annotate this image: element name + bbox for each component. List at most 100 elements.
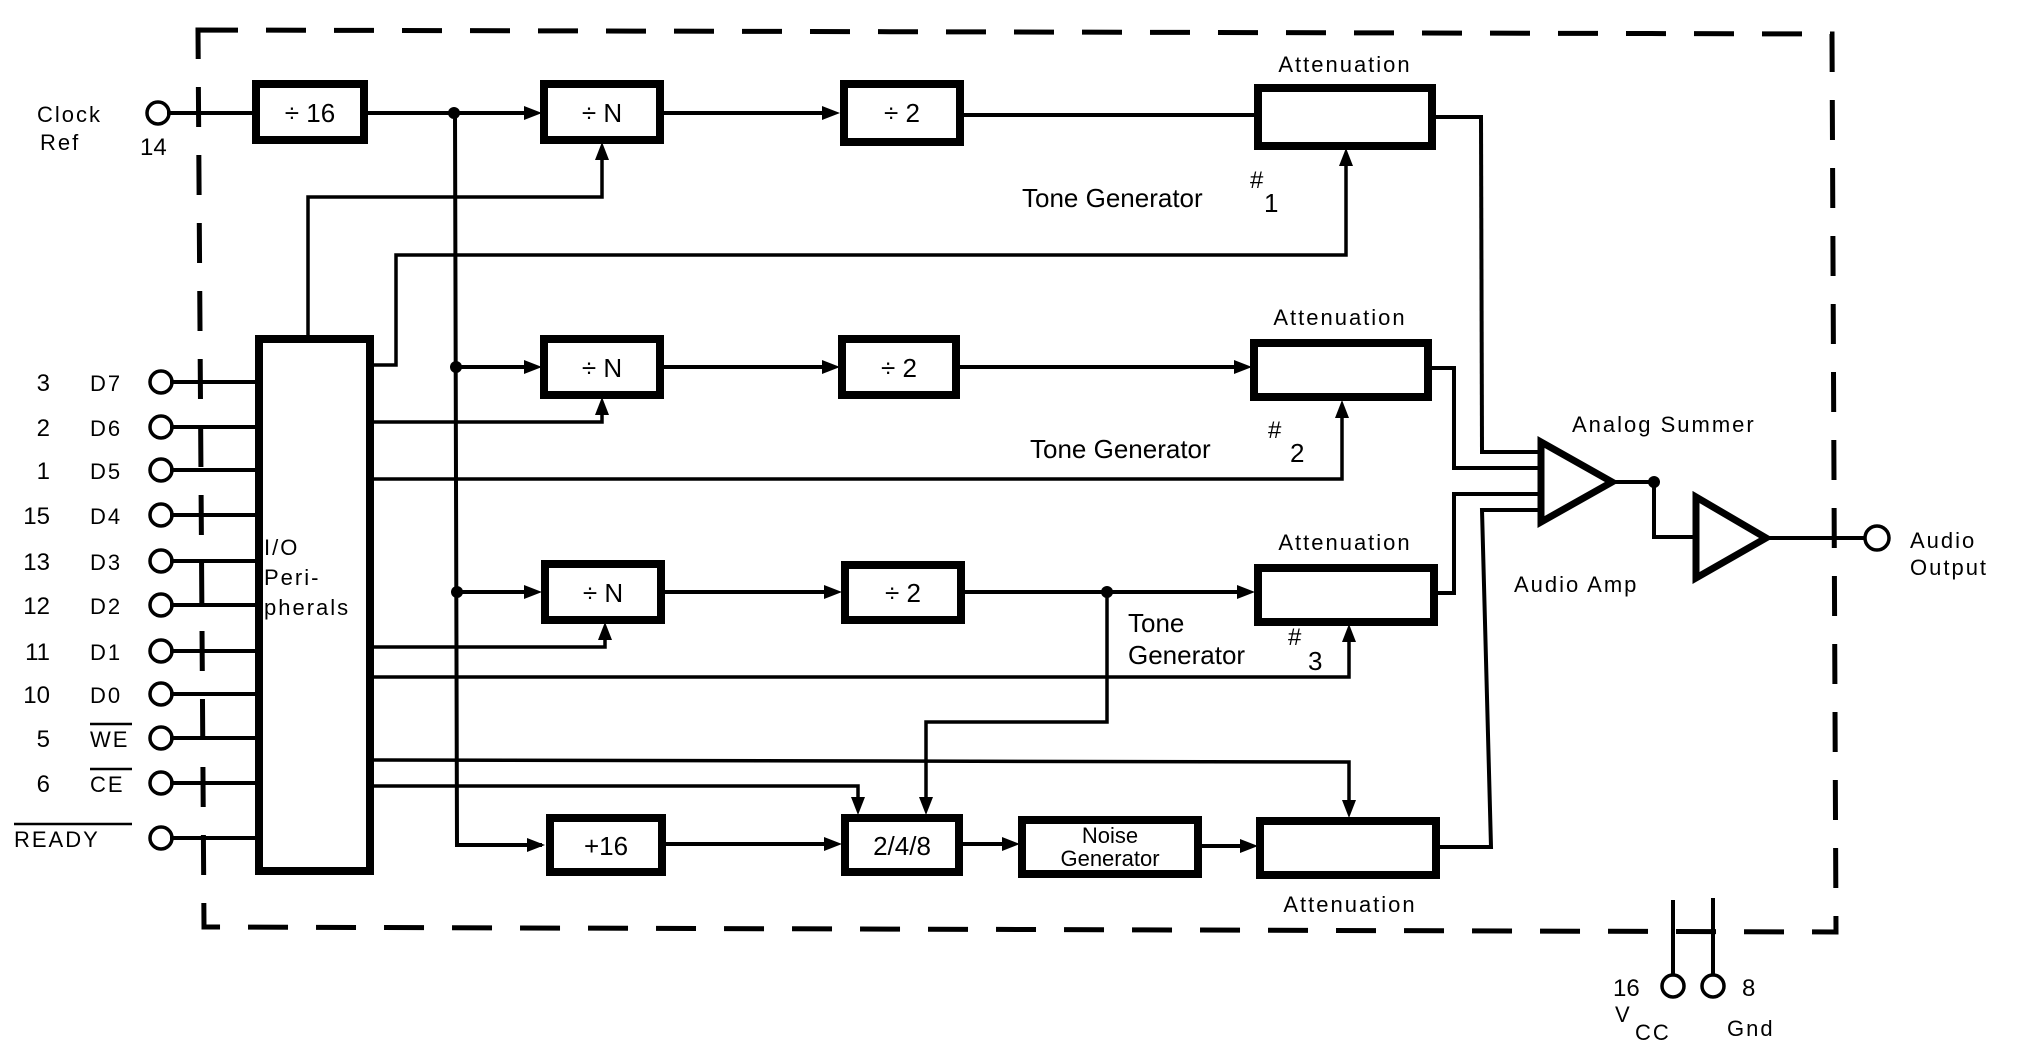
control-wire-divN-3 (372, 632, 607, 649)
noise-generator-label-line1: Noise (1082, 823, 1138, 848)
arrow-icon (527, 838, 545, 852)
divN-1-label: ÷ N (582, 98, 622, 128)
pin-name: D5 (90, 459, 122, 484)
attenuation-3-box (1254, 564, 1438, 626)
analog-summer-triangle (1537, 436, 1620, 528)
pin-circle (148, 592, 174, 618)
analog-summer-label: Analog Summer (1572, 412, 1756, 437)
arrow-icon (598, 622, 612, 640)
pin-number: 15 (23, 503, 50, 530)
attenuation-2-box (1250, 339, 1432, 401)
pin-number: 1 (37, 458, 50, 485)
noise-generator-label-line2: Generator (1060, 846, 1159, 871)
pin-name: WE (90, 727, 129, 752)
tone-generator-1-index: 1 (1264, 188, 1278, 218)
junction-dot (450, 361, 462, 373)
pin-number: 12 (23, 593, 50, 620)
pin-name: D7 (90, 371, 122, 396)
pin-row-we: 5 WE (37, 722, 261, 753)
audio-output-label-line2: Output (1910, 555, 1988, 580)
tone-generator-2-hash: # (1268, 417, 1282, 444)
attenuation-4-label: Attenuation (1283, 892, 1416, 917)
vcc-label-subscript: CC (1635, 1020, 1671, 1045)
pin-name: D4 (90, 504, 122, 529)
pin-row-d2: 12 D2 (23, 592, 261, 620)
arrow-icon (1335, 400, 1349, 418)
pin-number: 5 (37, 726, 50, 753)
pin-name: READY (14, 827, 100, 852)
divN-2-box (540, 335, 664, 399)
arrow-icon (851, 797, 865, 815)
arrow-icon (524, 585, 542, 599)
summer-to-amp-wire (1612, 480, 1696, 539)
audio-output-pin (1863, 524, 1891, 552)
pin-row-ready: READY (14, 822, 261, 852)
pin-row-d5: 1 D5 (37, 457, 261, 485)
gnd-label: Gnd (1727, 1016, 1775, 1041)
wire (1478, 114, 1485, 455)
divN-2-label: ÷ N (582, 353, 622, 383)
tone-generator-3-label-line2: Generator (1128, 640, 1245, 670)
noise-prescaler-label: +16 (584, 831, 628, 861)
pin-row-d7: 3 D7 (37, 369, 261, 397)
arrow-icon (1234, 360, 1252, 374)
arrow-icon (524, 360, 542, 374)
junction-dot (451, 586, 463, 598)
io-peripherals-box (255, 335, 374, 875)
arrow-icon (822, 106, 840, 120)
attenuation-2-label: Attenuation (1273, 305, 1406, 330)
summer-input-2 (1430, 366, 1543, 470)
pin-circle (148, 638, 174, 664)
vcc-label: V (1615, 1002, 1632, 1027)
attenuation-1-label: Attenuation (1278, 52, 1411, 77)
arrow-icon (1237, 585, 1255, 599)
div2-3-label: ÷ 2 (885, 578, 921, 608)
arrow-icon (1002, 837, 1020, 851)
div2-1-label: ÷ 2 (884, 98, 920, 128)
pin-number: 10 (23, 682, 50, 709)
arrow-icon (824, 837, 842, 851)
clock-pin-number: 14 (140, 134, 167, 161)
pin-circle (148, 414, 174, 440)
clock-label-line2: Ref (40, 130, 80, 155)
attenuation-3-label: Attenuation (1278, 530, 1411, 555)
pin-circle (148, 681, 174, 707)
pin-number: 3 (37, 370, 50, 397)
noise-shift-label: 2/4/8 (873, 831, 931, 861)
arrow-icon (824, 585, 842, 599)
vcc-pin-number: 16 (1613, 975, 1640, 1002)
div2-3-box (841, 561, 965, 624)
pin-circle (148, 457, 174, 483)
vcc-pin (1660, 973, 1686, 999)
io-label-line2: Peri- (264, 565, 320, 590)
pin-name: D2 (90, 594, 122, 619)
control-wire-atten-2 (372, 410, 1344, 481)
io-label-line3: pherals (264, 595, 350, 620)
pin-circle (148, 548, 174, 574)
pin-number: 11 (25, 639, 50, 666)
control-wire-atten-3 (372, 634, 1351, 679)
tone-generator-3-hash: # (1288, 624, 1302, 651)
gnd-pin (1700, 973, 1726, 999)
summer-input-4 (1438, 508, 1543, 849)
clock-pin-circle (145, 100, 171, 126)
div2-2-label: ÷ 2 (881, 353, 917, 383)
arrow-icon (822, 360, 840, 374)
pin-number: 6 (37, 771, 50, 798)
audio-amp-triangle (1692, 490, 1773, 585)
gnd-pin-number: 8 (1742, 975, 1755, 1002)
tone-generator-2-index: 2 (1290, 438, 1304, 468)
clock-label-line1: Clock (37, 102, 102, 127)
noise-prescaler-box (546, 814, 666, 876)
noise-shift-box (841, 814, 963, 876)
div2-2-box (838, 335, 960, 399)
pin-circle (148, 725, 174, 751)
divN-3-label: ÷ N (583, 578, 623, 608)
arrow-icon (1240, 839, 1258, 853)
